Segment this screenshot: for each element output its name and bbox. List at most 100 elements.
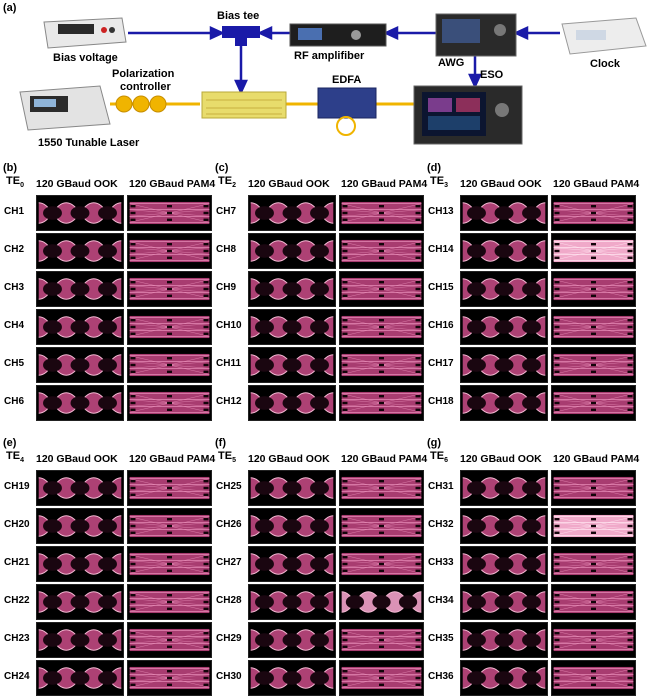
ook-eye-diagram: [460, 660, 548, 696]
pam4-eye-diagram: [127, 385, 212, 421]
ook-eye-diagram: [36, 660, 124, 696]
ook-eye-diagram: [460, 233, 548, 269]
ook-column-header: 120 GBaud OOK: [248, 453, 330, 465]
ook-column-header: 120 GBaud OOK: [460, 453, 542, 465]
channel-label: CH4: [4, 320, 25, 331]
pam4-eye-diagram: [339, 195, 424, 231]
pam4-eye-diagram: [127, 271, 212, 307]
clock-label: Clock: [590, 58, 620, 70]
power-supply-icon: [43, 17, 127, 49]
pam4-eye-diagram: [127, 195, 212, 231]
pam4-eye-diagram: [339, 584, 424, 620]
ook-column-header: 120 GBaud OOK: [36, 178, 118, 190]
pam4-column-header: 120 GBaud PAM4: [553, 453, 640, 465]
channel-label: CH16: [428, 320, 454, 331]
channel-label: CH30: [216, 671, 242, 682]
polarization-controller-label-2: controller: [120, 81, 171, 93]
channel-label: CH17: [428, 358, 454, 369]
pam4-eye-diagram: [127, 584, 212, 620]
pam4-eye-diagram: [339, 309, 424, 345]
channel-label: CH22: [4, 595, 30, 606]
pam4-eye-diagram: [551, 309, 636, 345]
panel-label: (c): [215, 162, 229, 174]
ook-eye-diagram: [248, 508, 336, 544]
ook-eye-diagram: [248, 195, 336, 231]
ook-eye-diagram: [460, 470, 548, 506]
pam4-column-header: 120 GBaud PAM4: [341, 453, 428, 465]
pam4-column-header: 120 GBaud PAM4: [129, 453, 216, 465]
pam4-eye-diagram: [551, 385, 636, 421]
pam4-eye-diagram: [339, 385, 424, 421]
panel-label: (b): [3, 162, 18, 174]
ook-eye-diagram: [248, 309, 336, 345]
channel-label: CH7: [216, 206, 237, 217]
ook-eye-diagram: [460, 546, 548, 582]
ook-column-header: 120 GBaud OOK: [36, 453, 118, 465]
channel-label: CH29: [216, 633, 242, 644]
pam4-eye-diagram: [127, 347, 212, 383]
pam4-eye-diagram: [339, 622, 424, 658]
pam4-eye-diagram: [127, 233, 212, 269]
ook-eye-diagram: [36, 309, 124, 345]
channel-label: CH33: [428, 557, 454, 568]
panel-label: (d): [427, 162, 442, 174]
ook-eye-diagram: [460, 309, 548, 345]
ook-eye-diagram: [36, 271, 124, 307]
pam4-eye-diagram: [127, 508, 212, 544]
ook-eye-diagram: [248, 271, 336, 307]
ook-eye-diagram: [460, 622, 548, 658]
mode-label: TE5: [218, 450, 236, 465]
pam4-eye-diagram: [551, 584, 636, 620]
channel-label: CH25: [216, 481, 242, 492]
ook-eye-diagram: [36, 622, 124, 658]
pam4-eye-diagram: [339, 470, 424, 506]
laser-label: 1550 Tunable Laser: [38, 137, 140, 149]
mode-label: TE4: [6, 450, 24, 465]
channel-label: CH2: [4, 244, 25, 255]
awg-icon: [435, 13, 517, 57]
modulator-chip-icon: [201, 91, 287, 119]
pam4-eye-diagram: [127, 546, 212, 582]
pam4-eye-diagram: [551, 508, 636, 544]
channel-label: CH19: [4, 481, 30, 492]
pam4-eye-diagram: [339, 347, 424, 383]
ook-eye-diagram: [460, 347, 548, 383]
channel-label: CH18: [428, 396, 454, 407]
channel-label: CH31: [428, 481, 454, 492]
bias-tee-icon: [222, 26, 260, 46]
laser-icon: [19, 85, 111, 131]
ook-eye-diagram: [36, 195, 124, 231]
ook-column-header: 120 GBaud OOK: [460, 178, 542, 190]
channel-label: CH28: [216, 595, 242, 606]
pam4-eye-diagram: [551, 470, 636, 506]
channel-label: CH12: [216, 396, 242, 407]
channel-label: CH6: [4, 396, 25, 407]
channel-label: CH34: [428, 595, 454, 606]
rf-amplifier-label: RF amplifiber: [294, 50, 365, 62]
edfa-icon: [317, 87, 377, 136]
pam4-eye-diagram: [551, 271, 636, 307]
channel-label: CH36: [428, 671, 454, 682]
panel-label: (g): [427, 437, 442, 449]
setup-links: [19, 13, 647, 145]
channel-label: CH35: [428, 633, 454, 644]
eso-icon: [413, 85, 523, 145]
ook-eye-diagram: [248, 385, 336, 421]
pam4-column-header: 120 GBaud PAM4: [341, 178, 428, 190]
channel-label: CH8: [216, 244, 237, 255]
channel-label: CH13: [428, 206, 454, 217]
pam4-eye-diagram: [551, 347, 636, 383]
ook-eye-diagram: [36, 385, 124, 421]
ook-eye-diagram: [36, 584, 124, 620]
channel-label: CH27: [216, 557, 242, 568]
ook-eye-diagram: [248, 470, 336, 506]
channel-label: CH15: [428, 282, 454, 293]
channel-label: CH5: [4, 358, 25, 369]
ook-eye-diagram: [36, 347, 124, 383]
panel-label: (e): [3, 437, 17, 449]
pam4-eye-diagram: [551, 622, 636, 658]
pam4-eye-diagram: [339, 660, 424, 696]
pam4-eye-diagram: [339, 546, 424, 582]
pam4-eye-diagram: [339, 233, 424, 269]
mode-label: TE0: [6, 175, 24, 190]
